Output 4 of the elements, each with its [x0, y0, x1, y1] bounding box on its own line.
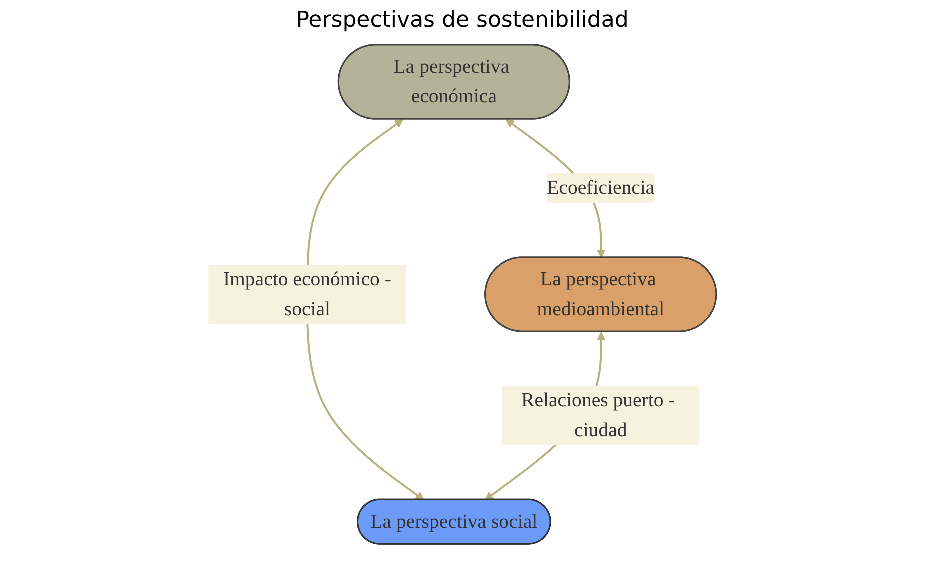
edge-label: Ecoeficiencia [547, 177, 655, 200]
diagram-title: Perspectivas de sostenibilidad [295, 8, 630, 33]
edge-label: Relaciones puerto - ciudad [522, 390, 676, 442]
edge-label: Impacto económico -social [223, 268, 392, 320]
